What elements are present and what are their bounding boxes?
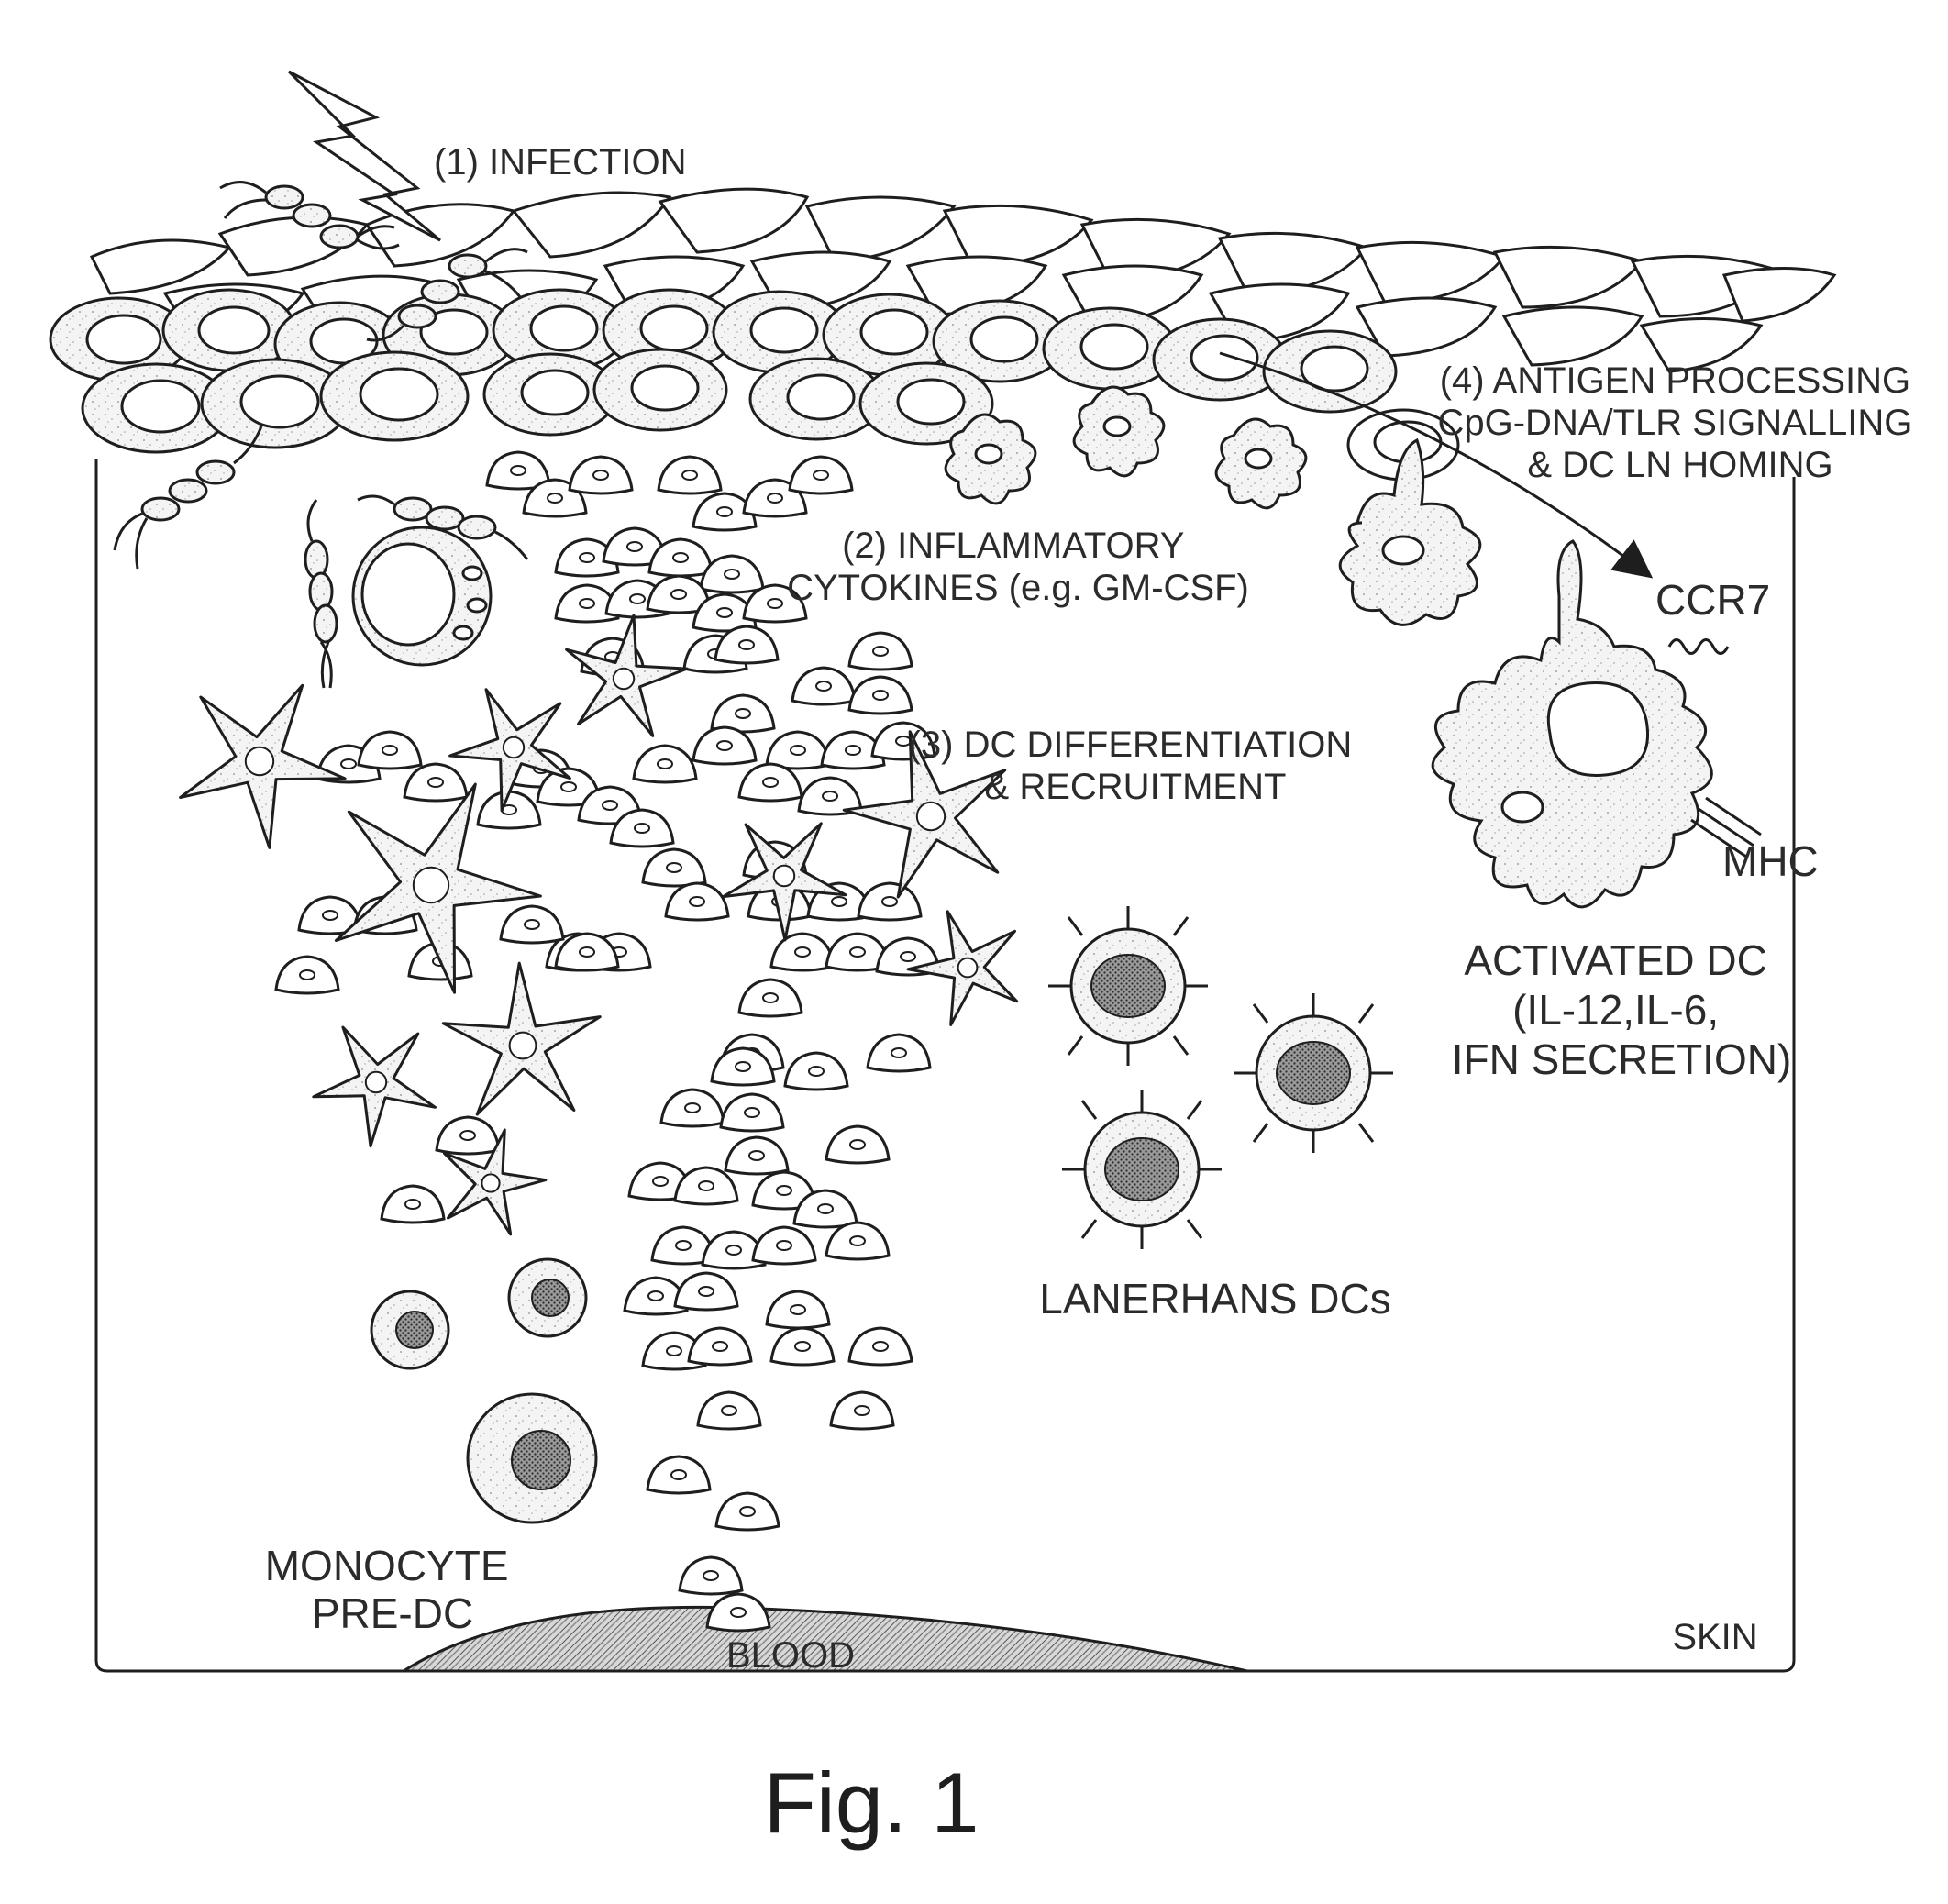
label-infection: (1) INFECTION [434,142,687,183]
label-activated-dc: ACTIVATED DC (IL-12,IL-6, IFN SECRETION) [1452,936,1792,1083]
langerhans-dc-1 [1048,906,1208,1066]
langerhans-dc-3 [1062,1090,1222,1249]
immature-dc-star [314,1027,436,1146]
small-dome-cell [478,791,540,828]
small-dome-cell [382,1186,444,1223]
small-dome-cell [771,934,834,970]
immature-dc-star [567,615,688,736]
small-dome-cell [831,1392,893,1429]
small-dome-cell [858,883,921,920]
small-dome-cell [767,1291,829,1328]
small-dome-cell [849,633,912,670]
immature-dc-star [181,685,346,847]
label-ccr7: CCR7 [1655,576,1770,624]
small-dome-cell [721,1094,783,1131]
small-dome-cell [868,1035,930,1071]
label-langerhans-dcs: LANERHANS DCs [1039,1275,1390,1323]
monocyte-1 [371,1291,448,1368]
small-dome-cell [753,1227,815,1264]
immature-dc-star [443,963,600,1114]
label-monocyte-pre-dc: MONOCYTE PRE-DC [265,1542,521,1637]
small-dome-cell [849,1328,912,1365]
small-dome-cell [767,732,829,769]
label-skin: SKIN [1672,1617,1757,1657]
small-dome-cell [707,1594,769,1631]
small-dome-cell [659,457,721,493]
small-dome-cell [725,1137,788,1174]
activated-dc-nucleus [1548,683,1647,776]
small-dome-cell [404,764,467,801]
small-dome-cell [666,883,728,920]
bacterium-4 [305,500,337,688]
small-dome-cell [689,1328,751,1365]
small-dome-cell [785,1053,847,1090]
label-inflammatory-cytokines: (2) INFLAMMATORY CYTOKINES (e.g. GM-CSF) [787,526,1249,608]
small-dome-cell [675,1273,737,1310]
figure-caption: Fig. 1 [763,1755,979,1851]
small-dome-cell [634,746,696,782]
small-dome-cell [771,1328,834,1365]
small-dome-cell [790,457,852,493]
small-dome-cell [276,957,338,993]
monocyte-2 [509,1259,586,1336]
small-dome-cell [826,1126,889,1163]
small-dome-cell [437,1117,499,1154]
small-dome-cell [716,1493,779,1530]
immature-dc-star [724,824,846,940]
small-dome-cell [643,849,705,886]
langerhans-dcs [1048,906,1393,1249]
label-antigen-processing: (4) ANTIGEN PROCESSING CpG-DNA/TLR SIGNA… [1437,360,1922,485]
langerhans-dc-2 [1234,993,1393,1153]
ccr7-receptor [1669,640,1728,654]
monocytes [371,1259,596,1522]
immature-dc-star [908,912,1017,1025]
small-dome-cell [792,668,855,704]
small-dome-cell [647,1456,710,1493]
large-granular-cell [353,527,491,665]
small-dome-cell [661,1090,724,1126]
small-dome-cell [680,1557,742,1594]
antigen-vesicle [1502,792,1543,822]
monocyte-3 [468,1394,596,1522]
label-mhc: MHC [1722,837,1819,885]
small-dome-cell [849,677,912,714]
label-blood: BLOOD [726,1635,855,1676]
small-dome-cell [501,906,563,943]
small-dome-cell [739,980,802,1016]
small-dome-cell [698,1392,760,1429]
small-dome-cell [570,457,632,493]
small-dome-cell [359,732,421,769]
